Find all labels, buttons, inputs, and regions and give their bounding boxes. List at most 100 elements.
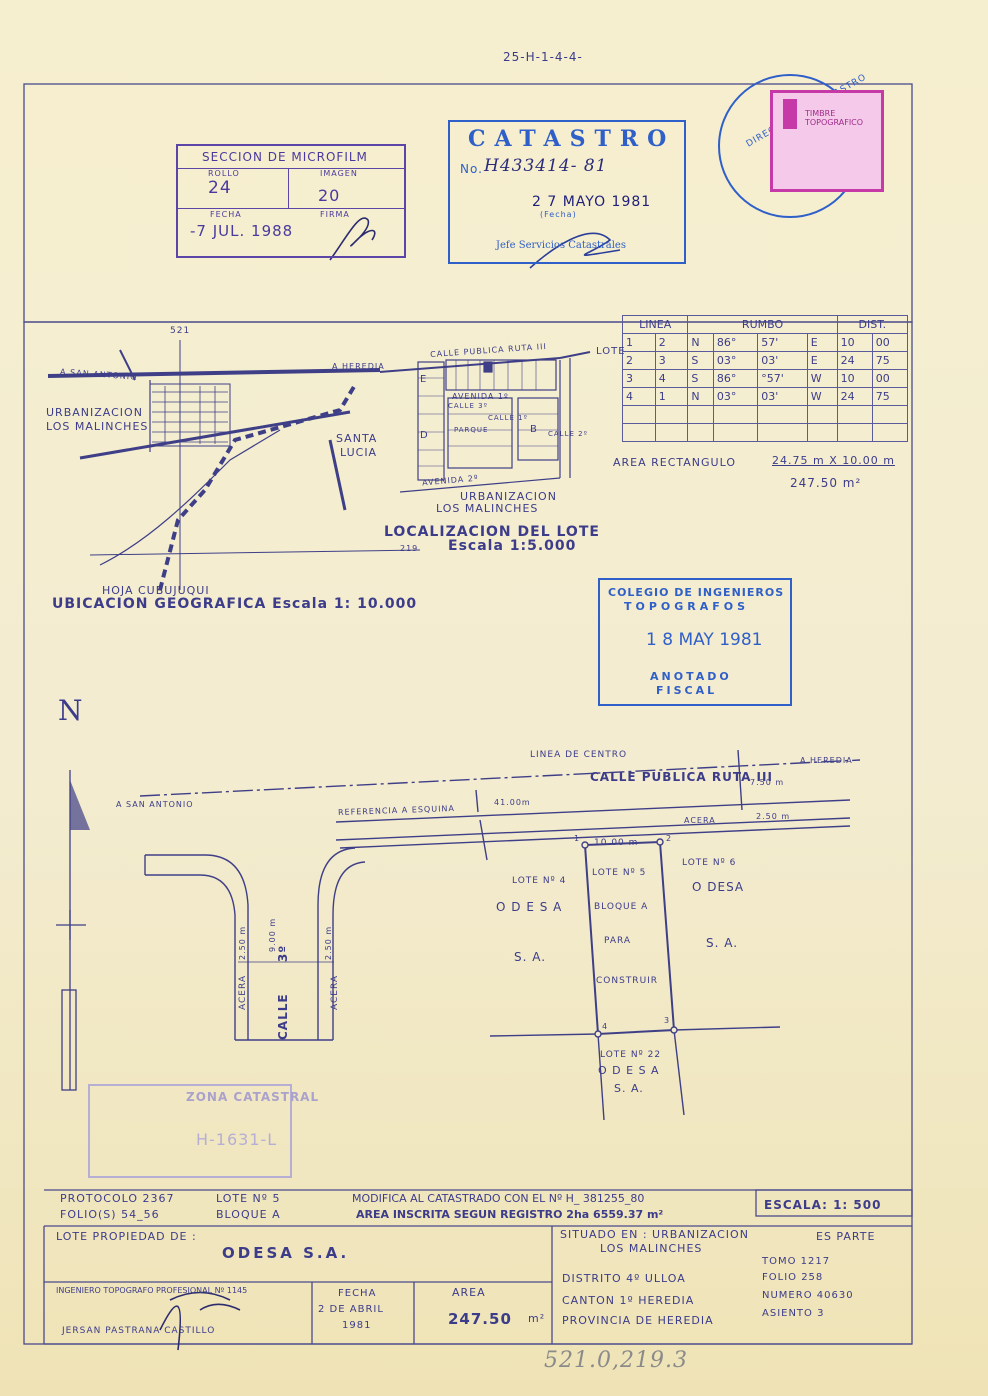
- col-linea: LINEA: [621, 315, 689, 334]
- plan-acera: ACERA: [684, 816, 716, 825]
- colegio-title1: COLEGIO DE INGENIEROS: [608, 586, 785, 599]
- plan-acera-right: ACERA: [330, 974, 340, 1010]
- vertex-4: 4: [602, 1022, 609, 1031]
- canton: CANTON 1º HEREDIA: [562, 1294, 695, 1307]
- col-rumbo: RUMBO: [687, 315, 838, 334]
- colegio-fiscal: FISCAL: [656, 684, 718, 697]
- plan-dim-900: 9.00 m: [268, 917, 277, 952]
- vertex-2: 2: [666, 834, 673, 843]
- loc-block-e: E: [420, 374, 428, 385]
- folios: FOLIO(S) 54_56: [60, 1208, 160, 1221]
- asiento: ASIENTO 3: [762, 1308, 825, 1319]
- catastro-title: CATASTRO: [468, 126, 676, 152]
- plan-dist-250: 2.50 m: [756, 812, 791, 821]
- catastro-no-label: No.: [460, 162, 483, 176]
- geo-coord-top: 521: [170, 326, 191, 336]
- zona-stamp: ZONA CATASTRAL H-1631-L: [88, 1084, 318, 1178]
- info-escala: ESCALA: 1: 500: [764, 1198, 882, 1212]
- area-rect-dims: 24.75 m X 10.00 m: [772, 454, 895, 467]
- loc-urbanizacion: URBANIZACION: [460, 490, 557, 503]
- microfilm-title: SECCION DE MICROFILM: [202, 150, 368, 164]
- rollo-value: 24: [208, 178, 232, 198]
- loc-avenida1: AVENIDA 1º: [452, 392, 509, 401]
- provincia: PROVINCIA DE HEREDIA: [562, 1314, 714, 1327]
- fecha-value1: 2 DE ABRIL: [318, 1304, 384, 1315]
- loc-los-malinches: LOS MALINCHES: [436, 502, 539, 515]
- loc-calle3: CALLE 3º: [448, 402, 488, 410]
- geo-santa: SANTA: [336, 432, 378, 445]
- lote22-label: LOTE Nº 22: [600, 1050, 662, 1060]
- plan-dim-250a: 2.50 m: [238, 925, 247, 960]
- fecha-value2: 1981: [342, 1320, 372, 1331]
- lote4-sa: S. A.: [514, 950, 547, 964]
- imagen-value: 20: [318, 186, 341, 205]
- colegio-stamp: COLEGIO DE INGENIEROS TOPOGRAFOS 1 8 MAY…: [598, 578, 792, 706]
- loc-calle2: CALLE 2º: [548, 430, 588, 438]
- vertex-3: 3: [664, 1016, 671, 1025]
- tomo: TOMO 1217: [762, 1256, 831, 1267]
- info-modifica: MODIFICA AL CATASTRADO CON EL Nº H_ 3812…: [352, 1192, 645, 1205]
- loc-lote: LOTE: [596, 346, 626, 357]
- propiedad-label: LOTE PROPIEDAD DE :: [56, 1230, 197, 1243]
- area-label: AREA: [452, 1286, 486, 1299]
- plan-dist-10: 10.00 m: [594, 838, 639, 848]
- timbre-stamp: TIMBRE TOPOGRAFICO: [770, 90, 884, 192]
- fecha-label: FECHA: [338, 1288, 377, 1299]
- situado-label: SITUADO EN : URBANIZACION: [560, 1228, 749, 1241]
- geo-map-title: UBICACION GEOGRAFICA Escala 1: 10.000: [52, 596, 418, 612]
- catastro-fecha-label: (Fecha): [540, 210, 577, 219]
- zona-title: ZONA CATASTRAL: [186, 1090, 320, 1104]
- lote6-owner: O DESA: [692, 880, 745, 894]
- lote22-sa: S. A.: [614, 1082, 644, 1095]
- col-dist: DIST.: [836, 315, 909, 334]
- colegio-anotado: ANOTADO: [650, 670, 732, 683]
- geo-heredia: A HEREDIA: [332, 362, 385, 371]
- loc-parque: PARQUE: [454, 426, 489, 434]
- lote5-construir: CONSTRUIR: [596, 976, 659, 986]
- distrito: DISTRITO 4º ULLOA: [562, 1272, 686, 1285]
- firma-label: FIRMA: [320, 210, 350, 219]
- north-symbol: N: [58, 694, 84, 727]
- ingeniero-label: INGENIERO TOPOGRAFO PROFESIONAL Nº 1145: [56, 1286, 248, 1295]
- plan-calle-publica: CALLE PUBLICA RUTA III: [590, 770, 773, 784]
- loc-block-b: B: [530, 424, 538, 435]
- plan-calle3: 3º: [276, 944, 290, 962]
- imagen-label: IMAGEN: [320, 169, 358, 178]
- lote4-owner: O D E S A: [496, 900, 563, 914]
- propiedad-value: ODESA S.A.: [222, 1244, 350, 1262]
- ingeniero-name: JERSAN PASTRANA CASTILLO: [62, 1326, 216, 1336]
- fecha-label: FECHA: [210, 210, 242, 219]
- handwritten-number: 521.0,219.3: [544, 1348, 688, 1373]
- geo-urbanizacion: URBANIZACION: [46, 406, 143, 419]
- numero: NUMERO 40630: [762, 1290, 854, 1301]
- timbre-text: TIMBRE TOPOGRAFICO: [805, 109, 864, 127]
- document-code: 25-H-1-4-4-: [503, 50, 583, 64]
- info-lote: LOTE Nº 5: [216, 1192, 281, 1205]
- catastro-number: H433414- 81: [484, 156, 608, 176]
- area-rect-label: AREA RECTANGULO: [613, 456, 737, 469]
- loc-map-scale: Escala 1:5.000: [448, 538, 577, 554]
- lote6-label: LOTE Nº 6: [682, 858, 737, 868]
- lote5-para: PARA: [604, 936, 632, 946]
- microfilm-stamp: SECCION DE MICROFILM ROLLO 24 IMAGEN 20 …: [176, 144, 406, 258]
- geo-lucia: LUCIA: [340, 446, 378, 459]
- zona-number: H-1631-L: [196, 1130, 278, 1149]
- plan-heredia: A HEREDIA: [800, 756, 853, 765]
- lote5-bloque: BLOQUE A: [594, 902, 649, 912]
- rollo-label: ROLLO: [208, 169, 240, 178]
- colegio-title2: TOPOGRAFOS: [624, 600, 750, 613]
- plan-dim-250b: 2.50 m: [324, 925, 333, 960]
- protocolo: PROTOCOLO 2367: [60, 1192, 175, 1205]
- situado-value: LOS MALINCHES: [600, 1242, 703, 1255]
- loc-block-d: D: [420, 430, 429, 441]
- folio: FOLIO 258: [762, 1272, 824, 1283]
- lote4-label: LOTE Nº 4: [512, 876, 567, 886]
- geo-hoja: HOJA CUBUJUQUI: [102, 584, 210, 597]
- area-value: 247.50: [448, 1310, 512, 1328]
- catastro-role: Jefe Servicios Catastrales: [496, 240, 626, 251]
